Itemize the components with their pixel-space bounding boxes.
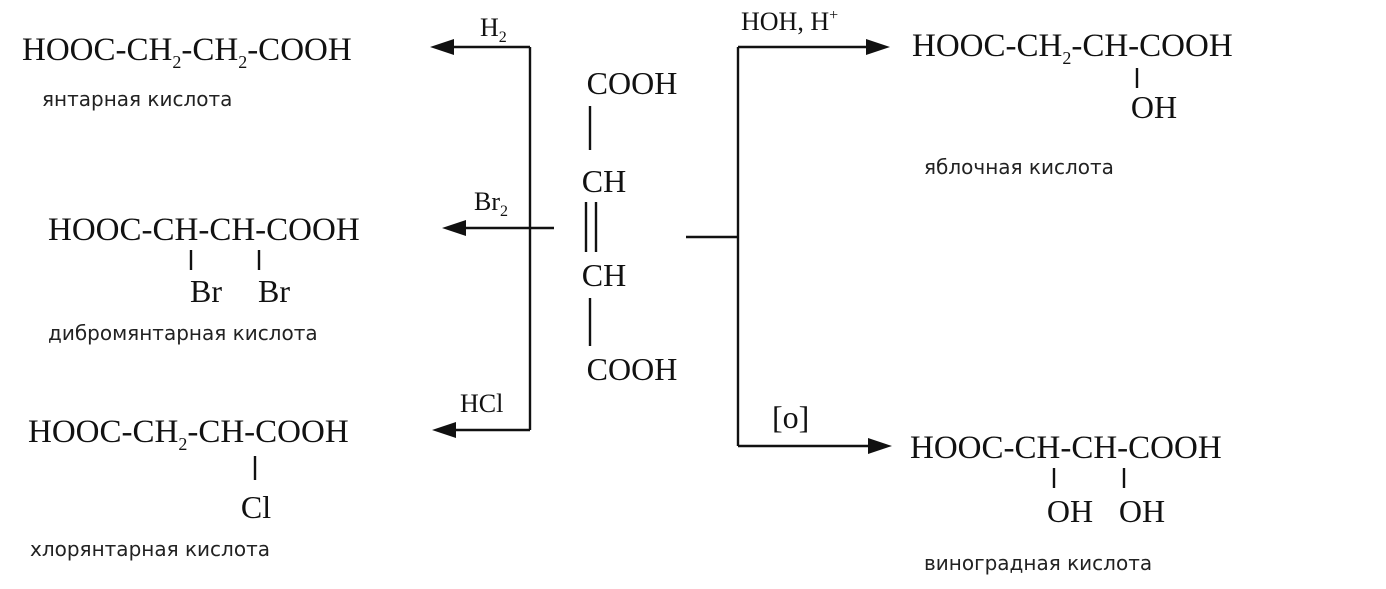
substituent-br2: Br xyxy=(258,273,290,309)
product-chlorosuccinic-acid: HOOC-CH2-CH-COOH Cl хлорянтарная кислота xyxy=(28,414,349,561)
formula-tartaric: HOOC-CH-CH-COOH xyxy=(910,430,1222,466)
center-cooh-bottom: COOH xyxy=(587,351,678,387)
product-tartaric-acid: HOOC-CH-CH-COOH OH OH виноградная кислот… xyxy=(910,430,1222,575)
arrowhead-succinic xyxy=(430,39,454,55)
name-chlorosuccinic: хлорянтарная кислота xyxy=(30,537,270,561)
reagent-h2: H2 xyxy=(480,13,507,46)
name-succinic: янтарная кислота xyxy=(42,87,232,111)
left-branch-arrows xyxy=(430,39,554,438)
substituent-cl: Cl xyxy=(241,489,271,525)
arrowhead-malic xyxy=(866,39,890,55)
name-tartaric: виноградная кислота xyxy=(924,551,1152,575)
reagent-br2: Br2 xyxy=(474,187,508,220)
name-malic: яблочная кислота xyxy=(924,155,1114,179)
formula-succinic: HOOC-CH2-CH2-COOH xyxy=(22,32,352,72)
formula-dibromosuccinic: HOOC-CH-CH-COOH xyxy=(48,212,360,248)
product-dibromosuccinic-acid: HOOC-CH-CH-COOH Br Br дибромянтарная кис… xyxy=(48,212,360,345)
center-cooh-top: COOH xyxy=(587,65,678,101)
center-ch-lower: CH xyxy=(582,257,626,293)
central-molecule: COOH CH CH COOH xyxy=(582,65,678,387)
center-ch-upper: CH xyxy=(582,163,626,199)
substituent-br1: Br xyxy=(190,273,222,309)
formula-malic: HOOC-CH2-CH-COOH xyxy=(912,28,1233,68)
product-malic-acid: HOOC-CH2-CH-COOH OH яблочная кислота xyxy=(912,28,1233,179)
right-branch-arrows xyxy=(686,39,892,454)
reagent-oxidation: [o] xyxy=(772,399,809,435)
arrowhead-dibromosuccinic xyxy=(442,220,466,236)
substituent-oh-malic: OH xyxy=(1131,89,1177,125)
arrowhead-chlorosuccinic xyxy=(432,422,456,438)
name-dibromosuccinic: дибромянтарная кислота xyxy=(48,321,318,345)
arrowhead-tartaric xyxy=(868,438,892,454)
substituent-oh1-tartaric: OH xyxy=(1047,493,1093,529)
formula-chlorosuccinic: HOOC-CH2-CH-COOH xyxy=(28,414,349,454)
substituent-oh2-tartaric: OH xyxy=(1119,493,1165,529)
reagent-hydration: HOH, H+ xyxy=(741,7,838,36)
product-succinic-acid: HOOC-CH2-CH2-COOH янтарная кислота xyxy=(22,32,352,111)
reagent-hcl: HCl xyxy=(460,389,503,418)
